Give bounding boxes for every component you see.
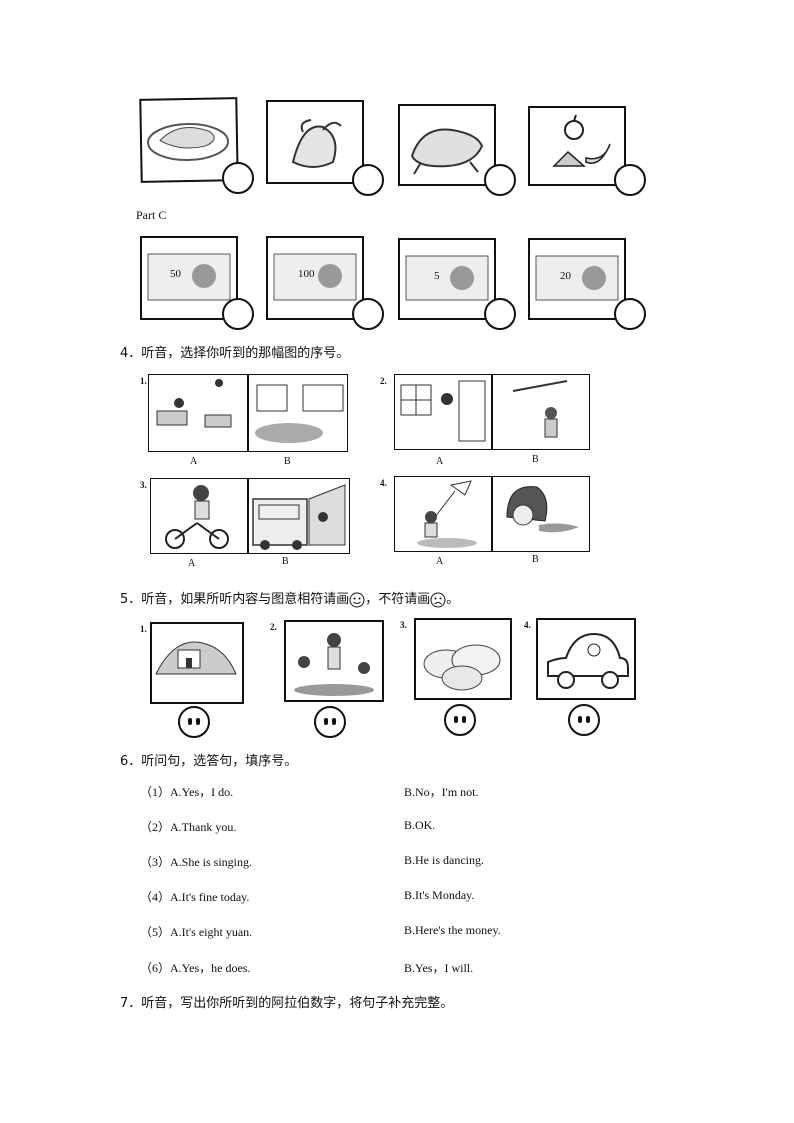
- question-6-heading: 6．听问句，选答句，填序号。: [120, 754, 298, 769]
- q4-item-4-pictures: [394, 476, 590, 552]
- q4-item-1-pictures: [148, 374, 348, 452]
- q5-item-4-face[interactable]: [568, 704, 600, 736]
- q6-row-5-option-a[interactable]: （5）A.It's eight yuan.: [140, 925, 253, 939]
- q6-row-5-option-b[interactable]: B.Here's the money.: [404, 923, 501, 937]
- answer-circle-banknote-4[interactable]: [614, 298, 646, 330]
- answer-circle-food-3[interactable]: [484, 164, 516, 196]
- part-c-label: Part C: [136, 208, 167, 222]
- q6-row-3-option-a[interactable]: （3）A.She is singing.: [140, 855, 253, 869]
- food-picture-2: [266, 100, 364, 184]
- q4-item-2-picture-a[interactable]: [395, 375, 491, 449]
- q4-item-2-number: 2.: [380, 376, 387, 386]
- answer-circle-banknote-2[interactable]: [352, 298, 384, 330]
- q4-item-1-label-b: B: [284, 456, 291, 467]
- q5-picture-mantou: [414, 618, 512, 700]
- food-picture-3: [398, 104, 496, 186]
- answer-circle-banknote-1[interactable]: [222, 298, 254, 330]
- q4-item-4-label-a: A: [436, 556, 444, 567]
- q6-row-1-option-b[interactable]: B.No，I'm not.: [404, 785, 479, 799]
- q5-heading-part-3: 。: [446, 592, 460, 607]
- q5-item-3-number: 3.: [400, 620, 407, 630]
- q4-item-3-picture-b[interactable]: [249, 479, 349, 553]
- q6-row-4-option-a[interactable]: （4）A.It's fine today.: [140, 890, 250, 904]
- smiling-face-icon: [349, 592, 365, 607]
- q6-row-6-option-a[interactable]: （6）A.Yes，he does.: [140, 961, 251, 975]
- q4-item-2-picture-b[interactable]: [493, 375, 589, 449]
- q5-picture-snow: [284, 620, 384, 702]
- food-picture-1: [139, 97, 239, 183]
- answer-circle-food-4[interactable]: [614, 164, 646, 196]
- q5-item-2-face[interactable]: [314, 706, 346, 738]
- banknote-value-1: 50: [170, 268, 181, 280]
- food-picture-4: [528, 106, 626, 186]
- q4-item-3-label-a: A: [188, 558, 196, 569]
- answer-circle-food-2[interactable]: [352, 164, 384, 196]
- q4-item-4-picture-a[interactable]: [395, 477, 491, 551]
- banknote-picture-4: 20: [528, 238, 626, 320]
- answer-circle-banknote-3[interactable]: [484, 298, 516, 330]
- q5-picture-car: [536, 618, 636, 700]
- q6-row-1-option-a[interactable]: （1）A.Yes，I do.: [140, 785, 234, 799]
- banknote-value-2: 100: [298, 268, 315, 280]
- q5-picture-great-wall: [150, 622, 244, 704]
- question-4-heading: 4．听音，选择你听到的那幅图的序号。: [120, 346, 350, 361]
- q5-item-3-face[interactable]: [444, 704, 476, 736]
- question-7-heading: 7．听音，写出你所听到的阿拉伯数字，将句子补充完整。: [120, 996, 454, 1011]
- banknote-value-4: 20: [560, 270, 571, 282]
- question-5-heading: 5．听音，如果所听内容与图意相符请画 ，不符请画。: [120, 588, 459, 608]
- answer-circle-food-1[interactable]: [222, 162, 254, 194]
- q4-item-3-pictures: [150, 478, 350, 554]
- banknote-value-3: 5: [434, 270, 440, 282]
- q4-item-1-number: 1.: [140, 376, 147, 386]
- q6-row-6-option-b[interactable]: B.Yes，I will.: [404, 961, 474, 975]
- q6-row-2-option-b[interactable]: B.OK.: [404, 818, 436, 832]
- banknote-picture-1: 50: [140, 236, 238, 320]
- q5-heading-part-2: ，不符请画: [365, 592, 431, 607]
- q4-item-1-picture-b[interactable]: [249, 375, 347, 451]
- banknote-picture-2: 100: [266, 236, 364, 320]
- q4-item-3-number: 3.: [140, 480, 147, 490]
- q4-item-1-picture-a[interactable]: [149, 375, 247, 451]
- q6-row-3-option-b[interactable]: B.He is dancing.: [404, 853, 484, 867]
- q4-item-4-number: 4.: [380, 478, 387, 488]
- q4-item-4-picture-b[interactable]: [493, 477, 589, 551]
- q4-item-4-label-b: B: [532, 554, 539, 565]
- q6-row-4-option-b[interactable]: B.It's Monday.: [404, 888, 475, 902]
- q5-item-2-number: 2.: [270, 622, 277, 632]
- q4-item-1-label-a: A: [190, 456, 198, 467]
- q4-item-3-picture-a[interactable]: [151, 479, 247, 553]
- q4-item-2-label-b: B: [532, 454, 539, 465]
- q6-row-2-option-a[interactable]: （2）A.Thank you.: [140, 820, 237, 834]
- banknote-picture-3: 5: [398, 238, 496, 320]
- q5-item-1-face[interactable]: [178, 706, 210, 738]
- q5-item-1-number: 1.: [140, 624, 147, 634]
- q4-item-2-pictures: [394, 374, 590, 450]
- q5-heading-part-1: 5．听音，如果所听内容与图意相符请画: [120, 592, 350, 607]
- q4-item-3-label-b: B: [282, 556, 289, 567]
- sad-face-icon: [430, 592, 446, 607]
- q5-item-4-number: 4.: [524, 620, 531, 630]
- q4-item-2-label-a: A: [436, 456, 444, 467]
